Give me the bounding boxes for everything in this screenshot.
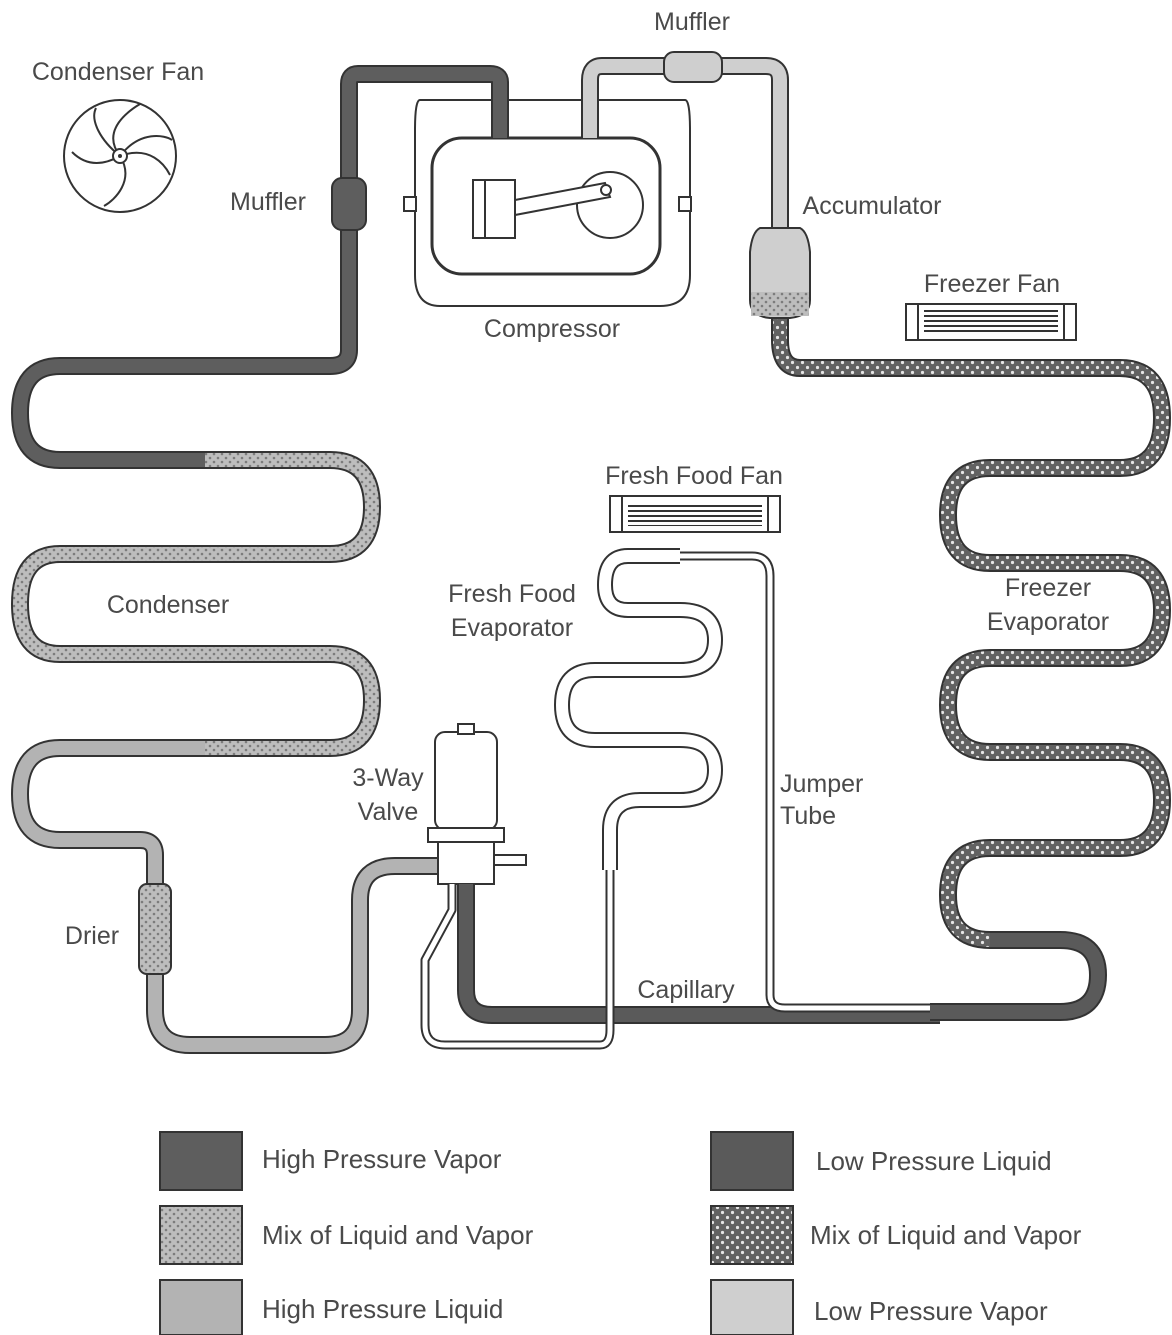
legend-swatch-low-mix [710, 1205, 794, 1265]
freezer-fan-label: Freezer Fan [924, 270, 1060, 298]
freezer-evaporator-inlet [930, 931, 1107, 1021]
legend: High Pressure Vapor Mix of Liquid and Va… [159, 1131, 1082, 1335]
legend-low-pressure-liquid: Low Pressure Liquid [816, 1146, 1052, 1176]
fresh-food-capillary-branch [420, 870, 615, 1050]
legend-swatch-high-mix [159, 1205, 243, 1265]
muffler-top-label: Muffler [654, 8, 730, 36]
capillary-tube [457, 884, 940, 1024]
high-pressure-vapor-line [11, 65, 509, 469]
legend-swatch-low-pressure-vapor [710, 1279, 794, 1335]
condenser-fan-label: Condenser Fan [32, 58, 204, 86]
compressor-label: Compressor [484, 315, 620, 343]
freezer-evaporator-label-line1: Freezer [1005, 574, 1091, 602]
legend-swatch-low-pressure-liquid [710, 1131, 794, 1191]
three-way-valve-label-line1: 3-Way [352, 764, 424, 792]
fresh-food-evaporator-label-line1: Fresh Food [448, 580, 576, 608]
low-pressure-vapor-line [581, 51, 801, 377]
freezer-evaporator-label-line2: Evaporator [987, 608, 1109, 636]
legend-swatch-high-pressure-vapor [159, 1131, 243, 1191]
compressor-icon [403, 99, 692, 307]
freezer-evaporator [800, 359, 1171, 949]
jumper-tube-label-line1: Jumper [780, 770, 863, 798]
legend-swatch-high-pressure-liquid [159, 1279, 243, 1335]
jumper-tube [680, 551, 940, 1013]
fresh-food-fan-label: Fresh Food Fan [605, 462, 783, 490]
fresh-food-evaporator-label-line2: Evaporator [451, 614, 573, 642]
drier-label: Drier [65, 922, 119, 950]
muffler-left-label: Muffler [230, 188, 306, 216]
legend-high-pressure-liquid: High Pressure Liquid [262, 1294, 503, 1324]
legend-low-mix: Mix of Liquid and Vapor [810, 1220, 1082, 1250]
freezer-fan-icon [905, 303, 1077, 341]
legend-high-mix: Mix of Liquid and Vapor [262, 1220, 534, 1250]
condenser-coil [11, 451, 381, 757]
high-pressure-liquid-line [11, 739, 440, 1054]
condenser-fan-icon [63, 99, 177, 213]
capillary-label: Capillary [637, 976, 735, 1004]
three-way-valve-icon [427, 723, 527, 885]
condenser-label: Condenser [107, 591, 229, 619]
three-way-valve-label-line2: Valve [358, 798, 419, 826]
accumulator-label: Accumulator [803, 192, 942, 220]
legend-low-pressure-vapor: Low Pressure Vapor [814, 1296, 1048, 1326]
accumulator-icon [749, 227, 811, 319]
fresh-food-fan-icon [609, 495, 781, 533]
fresh-food-evaporator [554, 548, 723, 870]
jumper-tube-label-line2: Tube [780, 802, 836, 830]
legend-high-pressure-vapor: High Pressure Vapor [262, 1144, 502, 1174]
